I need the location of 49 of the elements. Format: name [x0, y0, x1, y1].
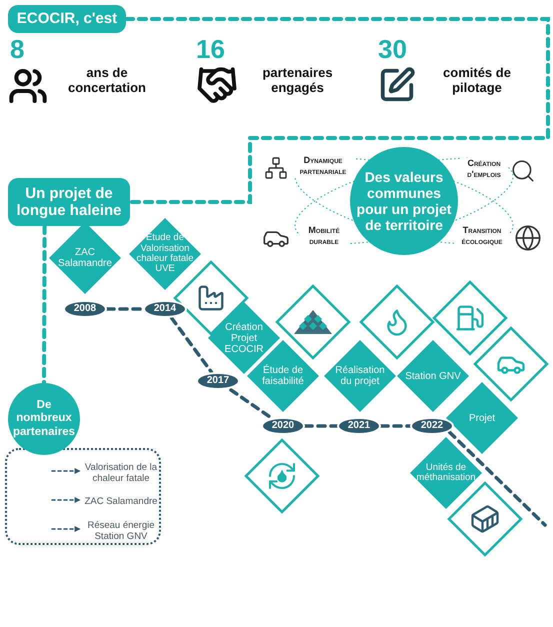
heading-pill: [8, 178, 130, 226]
icon-diamond: [243, 437, 321, 515]
arrow: [51, 526, 81, 532]
heading-label: De nombreux partenaires: [12, 399, 76, 439]
dashed-connector: [170, 316, 214, 374]
year-label: 2020: [272, 421, 294, 431]
icon-diamond: [431, 279, 509, 357]
year-label: 2014: [154, 304, 176, 314]
stat-caption: partenaires engagés: [261, 66, 334, 96]
arrow: [51, 497, 81, 503]
year-ellipse: [143, 300, 187, 318]
dashed-connector: [124, 17, 550, 204]
icon-diamond: [446, 480, 524, 558]
heading-label: Un projet de longue haleine: [15, 184, 122, 220]
milestone-label: Unités de méthanisation: [415, 462, 477, 484]
icon-diamond: [472, 325, 550, 403]
partner-project-label: ZAC Salamandre: [84, 496, 158, 508]
heading-label: ECOCIR, c'est: [16, 10, 118, 28]
stat-number: 8: [10, 36, 24, 62]
milestone-label: Étude de faisabilité: [261, 365, 305, 387]
stat-number: 16: [196, 36, 225, 62]
milestone-label: Projet: [468, 412, 496, 424]
year-label: 2022: [420, 421, 444, 431]
partner-project-label: Réseau énergie Station GNV: [86, 520, 156, 542]
milestone-label: Étude de Valorisation chaleur fatale UVE: [135, 233, 195, 275]
year-label: 2017: [206, 376, 230, 386]
heading-label: Des valeurs communes pour un projet de territoire: [356, 168, 452, 234]
year-label: 2021: [348, 421, 370, 431]
stat-caption: ans de concertation: [66, 66, 147, 96]
value-label: Mobilité durable: [300, 225, 348, 247]
dashed-connector: [379, 424, 412, 428]
arrow: [51, 468, 81, 474]
stat-caption: comités de pilotage: [442, 66, 512, 96]
value-label: Transition écologique: [455, 225, 509, 247]
stat-number: 30: [378, 36, 407, 62]
value-label: Création d'emplois: [460, 158, 508, 180]
partner-project-label: Valorisation de la chaleur fatale: [84, 462, 158, 484]
year-ellipse: [410, 417, 454, 435]
milestone-label: Réalisation du projet: [334, 365, 386, 387]
dashed-connector: [229, 388, 272, 419]
year-label: 2008: [74, 304, 96, 314]
milestone-label: ZAC Salamandre: [57, 247, 113, 269]
icon-diamond: [358, 283, 436, 361]
dashed-connector: [303, 424, 339, 428]
milestone-label: Création Projet ECOCIR: [224, 322, 264, 354]
dashed-connector: [448, 430, 547, 527]
heading-pill: [8, 5, 126, 33]
dashed-connector: [42, 224, 47, 385]
milestone-label: Station GNV: [405, 370, 461, 382]
